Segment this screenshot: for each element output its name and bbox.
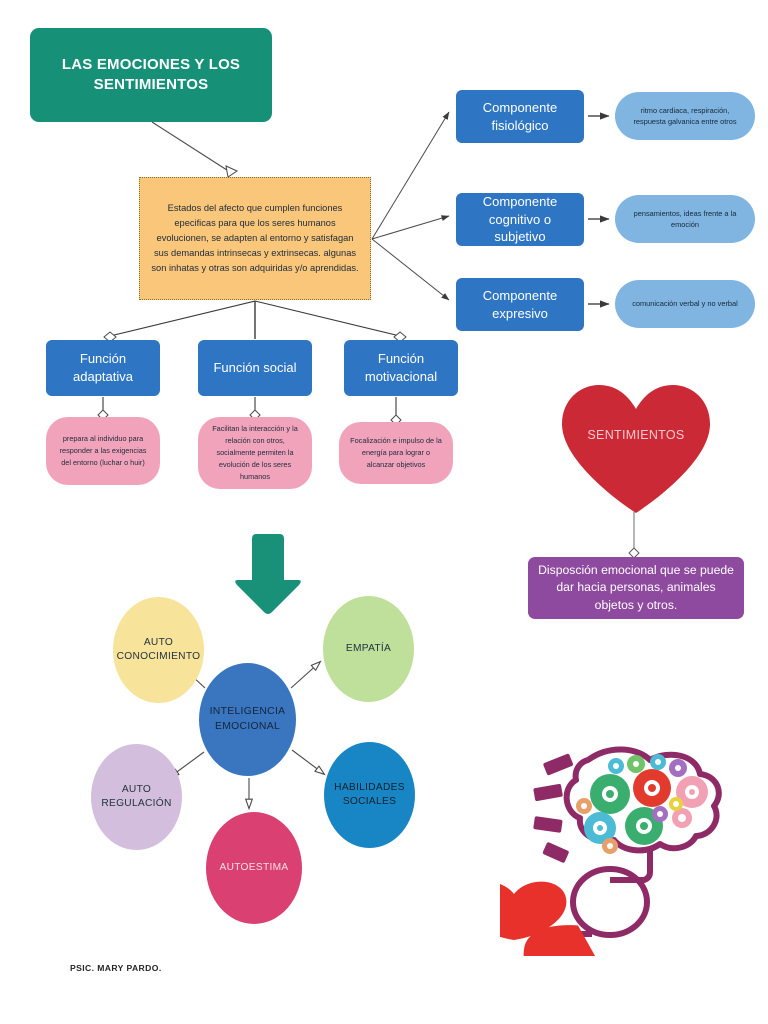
ei-branch-empatia: EMPATÍA	[323, 596, 414, 702]
detail-fisiologico: ritmo cardiaca, respiración, respuesta g…	[615, 92, 755, 140]
ei-branch-auto-conocimiento: AUTO CONOCIMIENTO	[113, 597, 204, 703]
footer-credit: PSIC. MARY PARDO.	[70, 963, 162, 973]
component-expresivo: Componente expresivo	[456, 278, 584, 331]
definition-box: Estados del afecto que cumplen funciones…	[139, 177, 371, 300]
component-cognitivo: Componente cognitivo o subjetivo	[456, 193, 584, 246]
detail-expresivo: comunicación verbal y no verbal	[615, 280, 755, 328]
gears-icon	[576, 754, 708, 854]
function-adaptativa: Función adaptativa	[46, 340, 160, 396]
function-motivacional: Función motivacional	[344, 340, 458, 396]
function-social: Función social	[198, 340, 312, 396]
detail-funcion-adaptativa: prepara al individuo para responder a la…	[46, 417, 160, 485]
ei-center: INTELIGENCIA EMOCIONAL	[199, 663, 296, 776]
detail-cognitivo: pensamientos, ideas frente a la emoción	[615, 195, 755, 243]
ei-branch-auto-regulacion: AUTO REGULACIÓN	[91, 744, 182, 850]
heart-icon	[556, 380, 716, 515]
ei-branch-habilidades-sociales: HABILIDADES SOCIALES	[324, 742, 415, 848]
brain-gears-heart-icon	[461, 742, 762, 1014]
rays-icon	[533, 753, 573, 863]
detail-funcion-social: Facilitan la interacción y la relación c…	[198, 417, 312, 489]
heart-label: SENTIMIENTOS	[587, 428, 685, 442]
down-arrow-icon	[232, 530, 304, 616]
page-title: LAS EMOCIONES Y LOS SENTIMIENTOS	[30, 28, 272, 122]
sentimientos-definition: Disposción emocional que se puede dar ha…	[528, 557, 744, 619]
ei-branch-autoestima: AUTOESTIMA	[206, 812, 302, 924]
detail-funcion-motivacional: Focalización e impulso de la energía par…	[339, 422, 453, 484]
component-fisiologico: Componente fisiológico	[456, 90, 584, 143]
